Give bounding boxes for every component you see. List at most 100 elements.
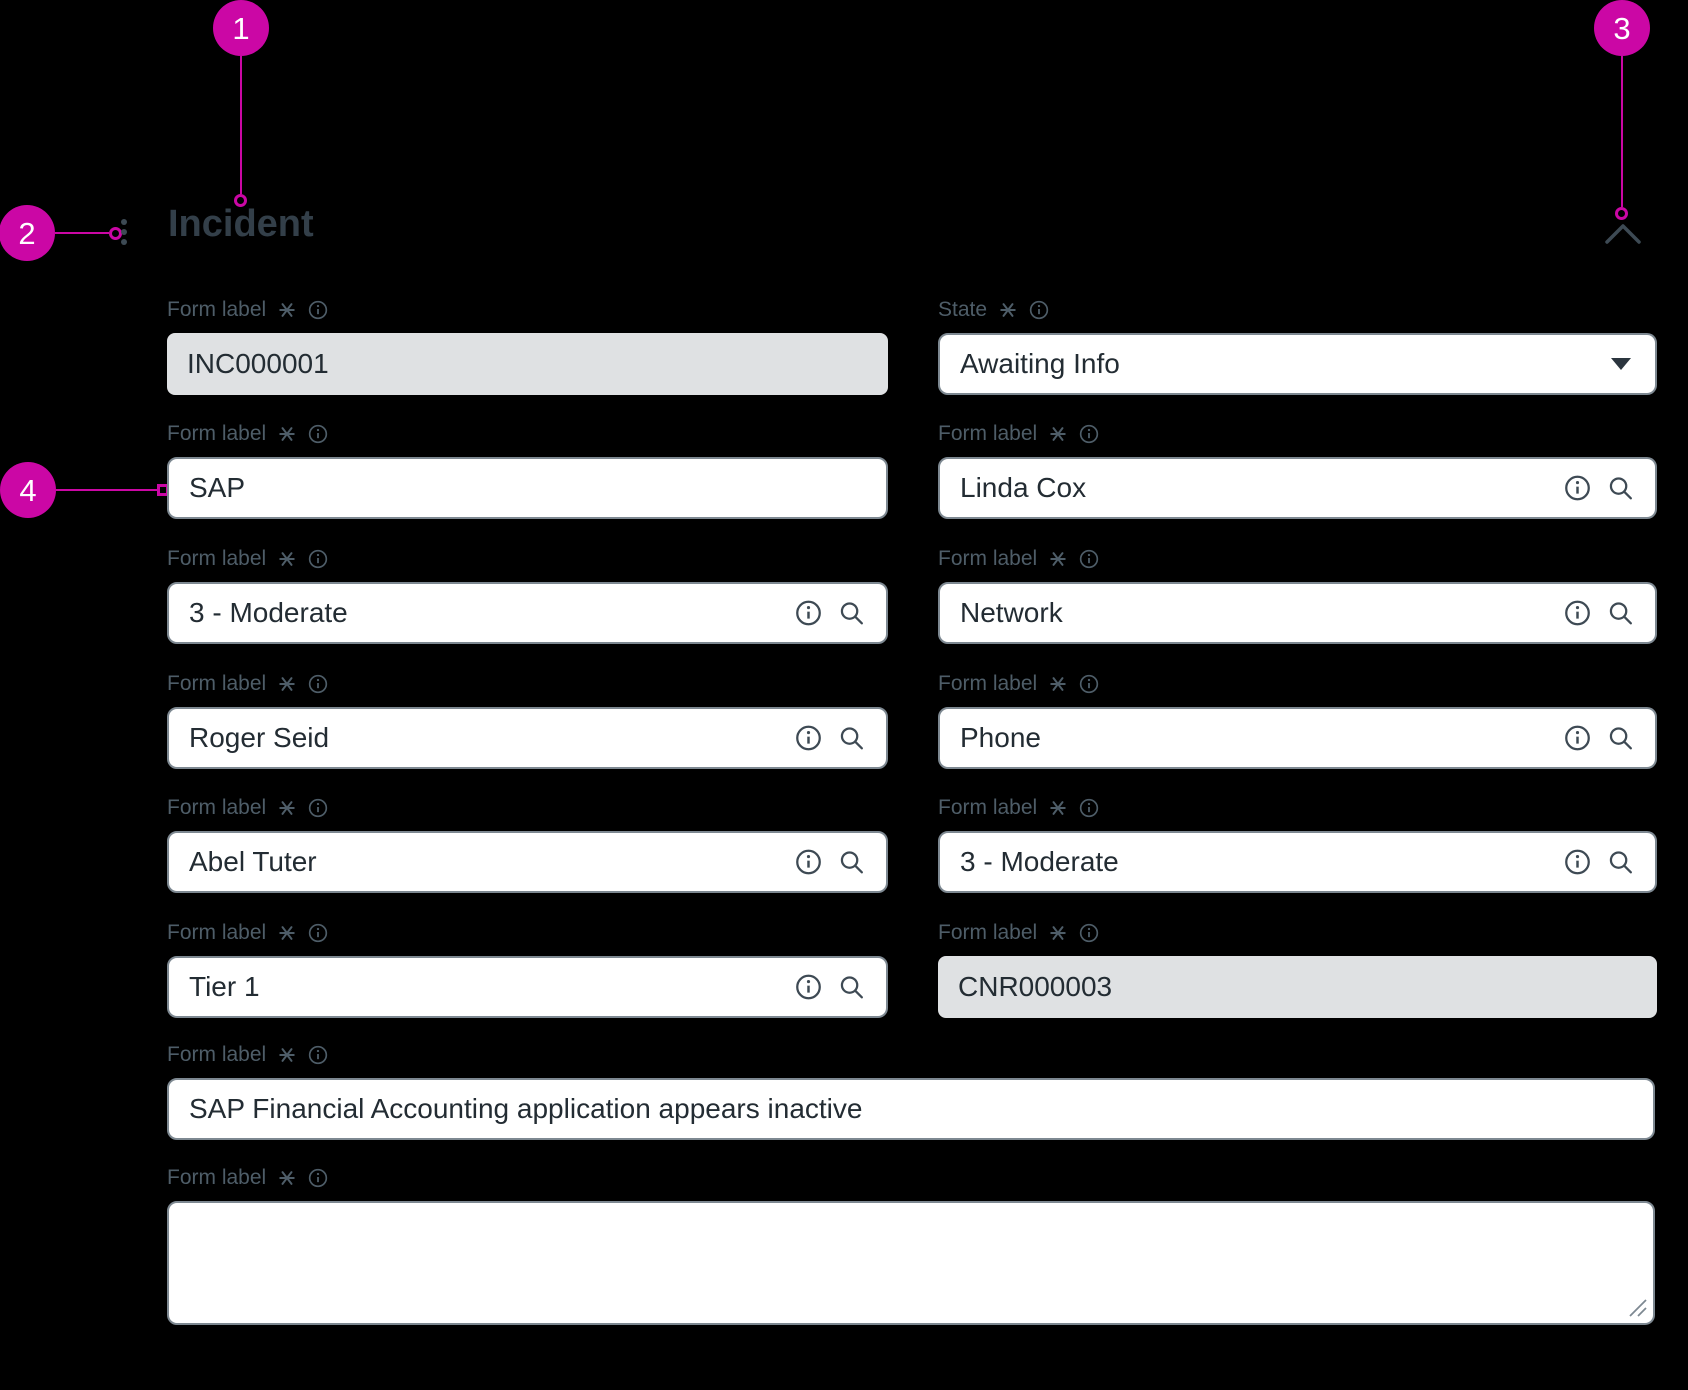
callout-4-number: 4: [19, 472, 37, 508]
reference-field[interactable]: Roger Seid: [167, 707, 888, 769]
field-value: 3 - Moderate: [960, 846, 1119, 877]
search-icon[interactable]: [1607, 475, 1634, 502]
callout-1-line: [240, 56, 242, 194]
reference-field[interactable]: Tier 1: [167, 956, 888, 1018]
state-dropdown[interactable]: Awaiting Info: [938, 333, 1657, 395]
field-value: Tier 1: [189, 971, 260, 1002]
field-value: SAP Financial Accounting application app…: [189, 1093, 863, 1124]
readonly-field[interactable]: CNR000003: [938, 956, 1657, 1018]
reference-field[interactable]: 3 - Moderate: [938, 831, 1657, 893]
collapse-section-button[interactable]: [1602, 218, 1644, 248]
required-asterisk-icon: [1050, 926, 1066, 940]
search-icon[interactable]: [838, 849, 865, 876]
required-asterisk-icon: [279, 303, 295, 317]
field-label: Form label: [167, 791, 888, 825]
info-icon[interactable]: [1079, 674, 1099, 694]
form-field-group: Form label: [167, 1161, 1655, 1325]
text-field[interactable]: SAP Financial Accounting application app…: [167, 1078, 1655, 1140]
field-label: Form label: [167, 1161, 1655, 1195]
field-value: Linda Cox: [960, 472, 1087, 503]
field-label-text: Form label: [167, 921, 267, 944]
search-icon[interactable]: [838, 600, 865, 627]
callout-2-line: [55, 232, 109, 234]
reference-field[interactable]: Linda Cox: [938, 457, 1657, 519]
search-icon[interactable]: [1607, 725, 1634, 752]
info-icon[interactable]: [795, 600, 822, 627]
field-label-text: Form label: [938, 921, 1038, 944]
required-asterisk-icon: [279, 677, 295, 691]
required-asterisk-icon: [279, 1171, 295, 1185]
field-label: Form label: [167, 542, 888, 576]
reference-field[interactable]: 3 - Moderate: [167, 582, 888, 644]
callout-2: 2: [0, 205, 55, 261]
field-value: Awaiting Info: [960, 348, 1120, 379]
info-icon[interactable]: [308, 674, 328, 694]
info-icon[interactable]: [795, 725, 822, 752]
search-icon[interactable]: [838, 974, 865, 1001]
field-label-text: Form label: [167, 672, 267, 695]
field-value: Roger Seid: [189, 722, 330, 753]
callout-4: 4: [0, 462, 56, 518]
required-asterisk-icon: [279, 552, 295, 566]
reference-field[interactable]: Abel Tuter: [167, 831, 888, 893]
callout-1-endpoint: [234, 194, 247, 207]
info-icon[interactable]: [1564, 725, 1591, 752]
callout-3-endpoint: [1615, 207, 1628, 220]
readonly-field[interactable]: INC000001: [167, 333, 888, 395]
info-icon[interactable]: [1079, 798, 1099, 818]
info-icon[interactable]: [1564, 475, 1591, 502]
search-icon[interactable]: [1607, 849, 1634, 876]
search-icon[interactable]: [838, 725, 865, 752]
info-icon[interactable]: [795, 849, 822, 876]
info-icon[interactable]: [308, 549, 328, 569]
reference-field[interactable]: Phone: [938, 707, 1657, 769]
text-field[interactable]: SAP: [167, 457, 888, 519]
kebab-handle-icon[interactable]: [121, 219, 127, 245]
field-value: 3 - Moderate: [189, 597, 348, 628]
required-asterisk-icon: [1050, 801, 1066, 815]
info-icon[interactable]: [308, 1168, 328, 1188]
required-asterisk-icon: [279, 801, 295, 815]
field-label-text: Form label: [938, 672, 1038, 695]
resize-handle-icon[interactable]: [1625, 1295, 1649, 1319]
info-icon[interactable]: [308, 300, 328, 320]
info-icon[interactable]: [1029, 300, 1049, 320]
info-icon[interactable]: [1079, 923, 1099, 943]
info-icon[interactable]: [308, 923, 328, 943]
info-icon[interactable]: [1564, 849, 1591, 876]
caret-down-icon: [1611, 358, 1631, 370]
info-icon[interactable]: [308, 1045, 328, 1065]
callout-2-endpoint: [109, 227, 122, 240]
field-label: Form label: [938, 916, 1657, 950]
callout-3-number: 3: [1613, 10, 1631, 46]
search-icon[interactable]: [1607, 600, 1634, 627]
field-label: Form label: [938, 542, 1657, 576]
info-icon[interactable]: [308, 424, 328, 444]
field-label-text: Form label: [938, 796, 1038, 819]
info-icon[interactable]: [795, 974, 822, 1001]
info-icon[interactable]: [1564, 600, 1591, 627]
reference-field[interactable]: Network: [938, 582, 1657, 644]
field-label-text: Form label: [938, 422, 1038, 445]
textarea-field[interactable]: [167, 1201, 1655, 1325]
info-icon[interactable]: [1079, 424, 1099, 444]
info-icon[interactable]: [308, 798, 328, 818]
field-label: Form label: [167, 1038, 1655, 1072]
field-label: Form label: [167, 293, 888, 327]
info-icon[interactable]: [1079, 549, 1099, 569]
callout-2-number: 2: [18, 215, 36, 251]
chevron-up-icon: [1605, 224, 1641, 244]
field-label-text: Form label: [167, 298, 267, 321]
form-field-group: Form label 3 - Moderate: [938, 791, 1657, 893]
field-value: SAP: [189, 472, 246, 503]
field-label-text: Form label: [167, 1166, 267, 1189]
